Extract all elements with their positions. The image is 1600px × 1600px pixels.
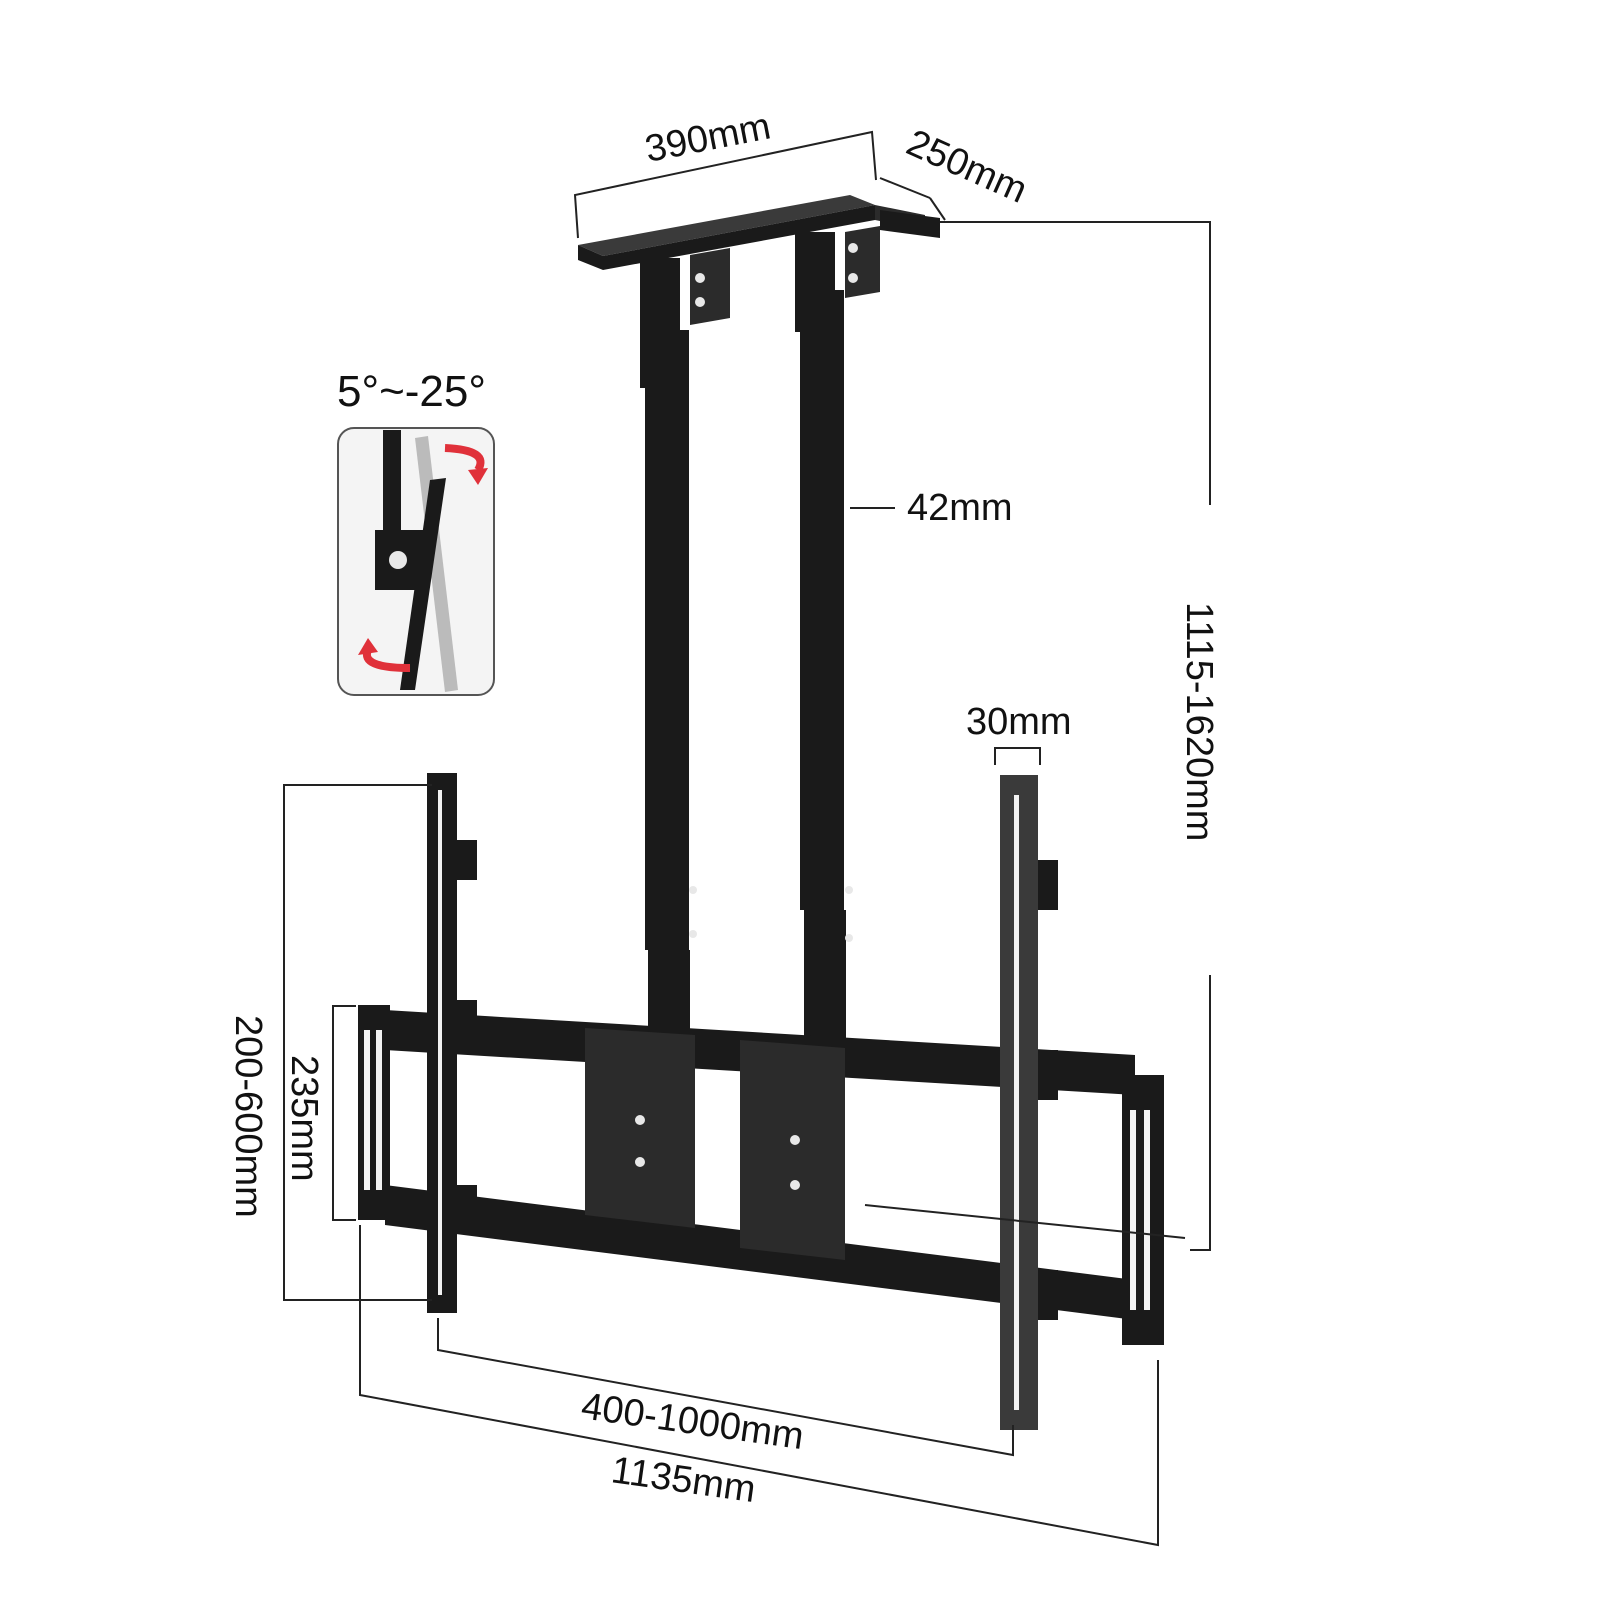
pole-right [795,232,853,1040]
height-range-label: 1115-1620mm [1178,602,1220,841]
plate-width-label: 390mm [642,105,774,170]
dimension-lines [283,130,1211,1547]
tilt-arrow-top-icon [444,444,488,485]
tilt-inset [337,427,495,696]
horizontal-arms [358,1005,1164,1345]
ceiling-plate [578,195,940,325]
pole-left [640,258,697,1040]
rail-width-label: 30mm [966,701,1072,743]
tilt-arrow-bottom-icon [358,638,411,672]
rail-right [1000,775,1058,1430]
bracket-height-label: 235mm [283,1055,325,1182]
total-width-label: 1135mm [609,1449,758,1511]
pole-diameter-label: 42mm [907,487,1013,529]
rail-left [427,773,477,1313]
tilt-range-label: 5°~-25° [337,367,486,416]
vertical-span-label: 200-600mm [227,1015,269,1218]
plate-depth-label: 250mm [900,122,1033,212]
